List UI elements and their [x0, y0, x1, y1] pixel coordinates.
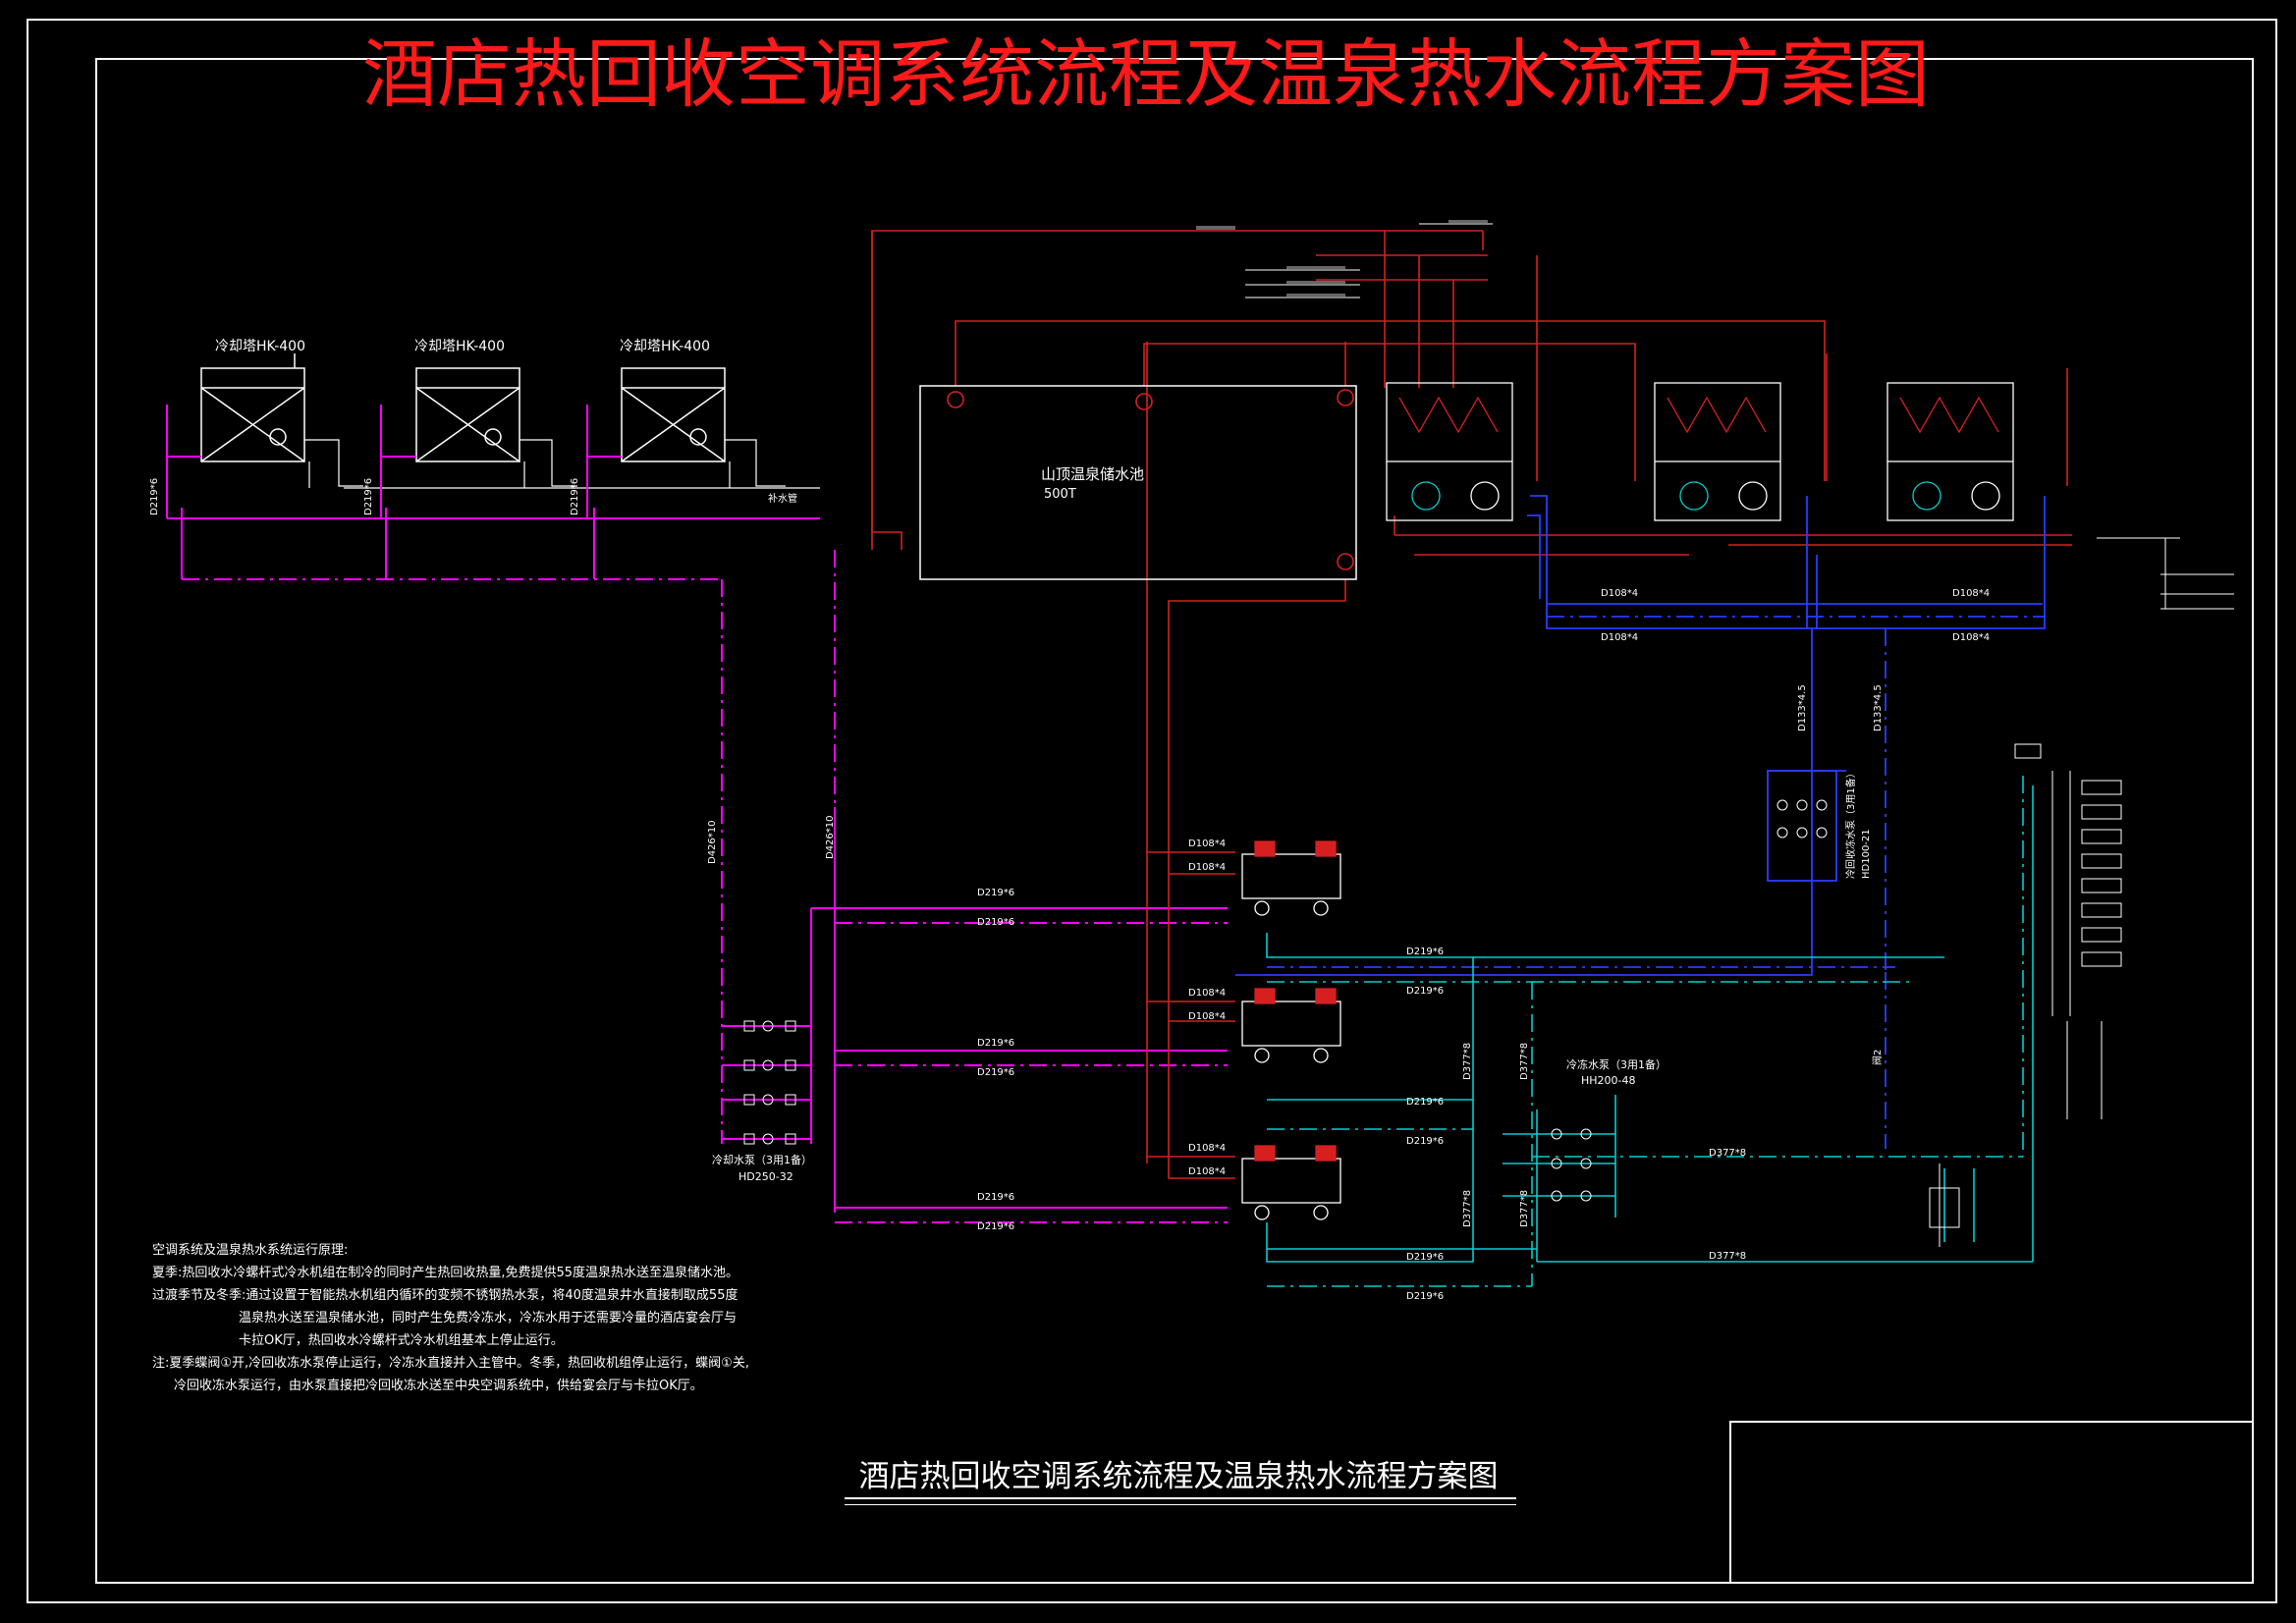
recovery-water-piping: [1235, 495, 2046, 976]
heat-pump-unit-1: [1386, 382, 1513, 521]
pipe-label-d219-c3: D219*6: [1406, 1097, 1444, 1108]
recovery-pump-set: [1777, 799, 1828, 839]
chilled-water-dashed: [1267, 776, 2024, 1287]
recovery-pump-label: 冷回收冻水泵（3用1备）: [1844, 768, 1857, 879]
pipe-label-d133-a: D133*4.5: [1797, 684, 1808, 731]
pipe-label-d219-2: D219*6: [363, 478, 374, 515]
pipe-label-d377-d: D377*8: [1519, 1190, 1530, 1227]
pipe-label-d219-c6: D219*6: [1406, 1291, 1444, 1302]
pipe-label-d219-h2: D219*6: [977, 917, 1014, 928]
pipe-label-d133-b: D133*4.5: [1873, 684, 1884, 731]
cooling-water-piping: [166, 405, 1228, 1213]
notes-summer: 夏季:热回收水冷螺杆式冷水机组在制冷的同时产生热回收热量,免费提供55度温泉热水…: [152, 1266, 739, 1280]
pipe-label-d219-h3: D219*6: [977, 1038, 1014, 1049]
terminal-distribution: [1929, 743, 2122, 1247]
cooling-water-return-dashed: [182, 550, 1228, 1223]
screw-chiller-1: [1241, 840, 1341, 916]
heat-pump-units: [1386, 382, 2014, 521]
main-title: 酒店热回收空调系统流程及温泉热水流程方案图: [362, 30, 1930, 118]
inner-frame: [95, 58, 2254, 1584]
pipe-label-d108-g: D108*4: [1188, 988, 1226, 999]
heat-pump-unit-3: [1886, 382, 2014, 521]
bottom-title-underline-2: [845, 1504, 1516, 1505]
pipe-label-d108-j: D108*4: [1188, 1166, 1226, 1177]
pipe-label-d108-f: D108*4: [1188, 862, 1226, 873]
pipe-label-d108-b: D108*4: [1601, 632, 1638, 643]
outer-frame: [27, 19, 2277, 1603]
pipe-label-d426-2: D426*10: [825, 815, 836, 859]
heat-pump-unit-2: [1654, 382, 1781, 521]
top-small-labels: [1196, 220, 1488, 297]
pipe-label-d219-3: D219*6: [570, 478, 580, 515]
tower-makeup-piping: [304, 439, 820, 489]
pipe-label-d377-b: D377*8: [1519, 1043, 1530, 1080]
screw-chiller-3: [1241, 1145, 1341, 1220]
pipe-label-d108-i: D108*4: [1188, 1143, 1226, 1154]
cooling-tower-1-label: 冷却塔HK-400: [215, 339, 305, 354]
pipe-label-d108-e: D108*4: [1188, 839, 1226, 849]
pipe-label-d377-f: D377*8: [1709, 1251, 1746, 1262]
pipe-label-d108-d: D108*4: [1952, 632, 1990, 643]
recovery-water-dashed: [1267, 616, 2045, 1149]
chilled-pump-set: [1551, 1128, 1592, 1202]
pipe-label-d219-c1: D219*6: [1406, 947, 1444, 957]
tank-capacity: 500T: [1044, 487, 1076, 502]
pipe-label-d219-h1: D219*6: [977, 888, 1014, 898]
notes-heading: 空调系统及温泉热水系统运行原理:: [152, 1243, 349, 1258]
notes-remark-2: 冷回收冻水泵运行，由水泵直接把冷回收冻水送至中央空调系统中，供给宴会厅与卡拉OK…: [174, 1379, 703, 1393]
recovery-pump-model: HD100-21: [1861, 829, 1872, 879]
cooling-tower-2-label: 冷却塔HK-400: [414, 339, 505, 354]
cooling-tower-1: [200, 353, 305, 462]
tank-drain: [871, 231, 902, 550]
chilled-pump-label: 冷冻水泵（3用1备）: [1566, 1057, 1667, 1071]
outflow-lines: [2097, 537, 2234, 610]
notes-remark-1: 注:夏季蝶阀①开,冷回收冻水泵停止运行，冷冻水直接并入主管中。冬季，热回收机组停…: [152, 1356, 749, 1371]
chilled-pump-model: HH200-48: [1581, 1074, 1636, 1087]
notes-transition-2: 温泉热水送至温泉储水池，同时产生免费冷冻水，冷冻水用于还需要冷量的酒店宴会厅与: [239, 1311, 738, 1325]
screw-chillers: [1241, 840, 1341, 1220]
pipe-label-d219-h5: D219*6: [977, 1192, 1014, 1203]
pipe-label-d377-c: D377*8: [1462, 1190, 1473, 1227]
pipe-label-d219-h4: D219*6: [977, 1067, 1014, 1078]
chilled-water-piping: [1266, 785, 2034, 1263]
pipe-label-d108-h: D108*4: [1188, 1011, 1226, 1022]
pipe-label-d219-c2: D219*6: [1406, 986, 1444, 997]
pipe-label-d219-h6: D219*6: [977, 1221, 1014, 1232]
pipe-label-d108-a: D108*4: [1601, 588, 1638, 599]
cooling-tower-3-label: 冷却塔HK-400: [620, 339, 710, 354]
hot-water-piping: [871, 230, 2072, 1179]
top-header-lines: [1245, 223, 1493, 298]
cooling-pump-model: HD250-32: [738, 1170, 793, 1183]
hot-spring-tank: [919, 385, 1357, 580]
pipe-label-d426-1: D426*10: [707, 820, 718, 864]
pipe-label-d108-c: D108*4: [1952, 588, 1990, 599]
tank-name: 山顶温泉储水池: [1041, 465, 1144, 483]
makeup-pipe-label: 补水管: [768, 492, 797, 505]
bottom-title: 酒店热回收空调系统流程及温泉热水流程方案图: [858, 1459, 1499, 1494]
cooling-tower-3: [621, 367, 726, 462]
title-block: [1729, 1421, 2254, 1584]
cooling-tower-2: [415, 367, 520, 462]
notes-transition-3: 卡拉OK厅，热回收水冷螺杆式冷水机组基本上停止运行。: [239, 1333, 564, 1348]
pipe-label-d219-c4: D219*6: [1406, 1136, 1444, 1147]
tank-nozzles: [947, 389, 1354, 570]
operation-notes: 空调系统及温泉热水系统运行原理: 夏季:热回收水冷螺杆式冷水机组在制冷的同时产生…: [152, 1239, 751, 1397]
pipe-label-d377-a: D377*8: [1462, 1043, 1473, 1080]
cooling-pump-set: [743, 1020, 796, 1145]
pipe-label-d219-1: D219*6: [149, 478, 160, 515]
valve-2-label: 阀2: [1871, 1050, 1884, 1065]
bottom-title-underline: [845, 1497, 1516, 1499]
cooling-tower-group: [200, 353, 726, 462]
screw-chiller-2: [1241, 988, 1341, 1063]
notes-transition-1: 过渡季节及冬季:通过设置于智能热水机组内循环的变频不锈钢热水泵，将40度温泉井水…: [152, 1288, 738, 1303]
pipe-label-d377-e: D377*8: [1709, 1148, 1746, 1159]
cooling-pump-label: 冷却水泵（3用1备）: [712, 1153, 812, 1166]
pipe-label-d219-c5: D219*6: [1406, 1252, 1444, 1263]
